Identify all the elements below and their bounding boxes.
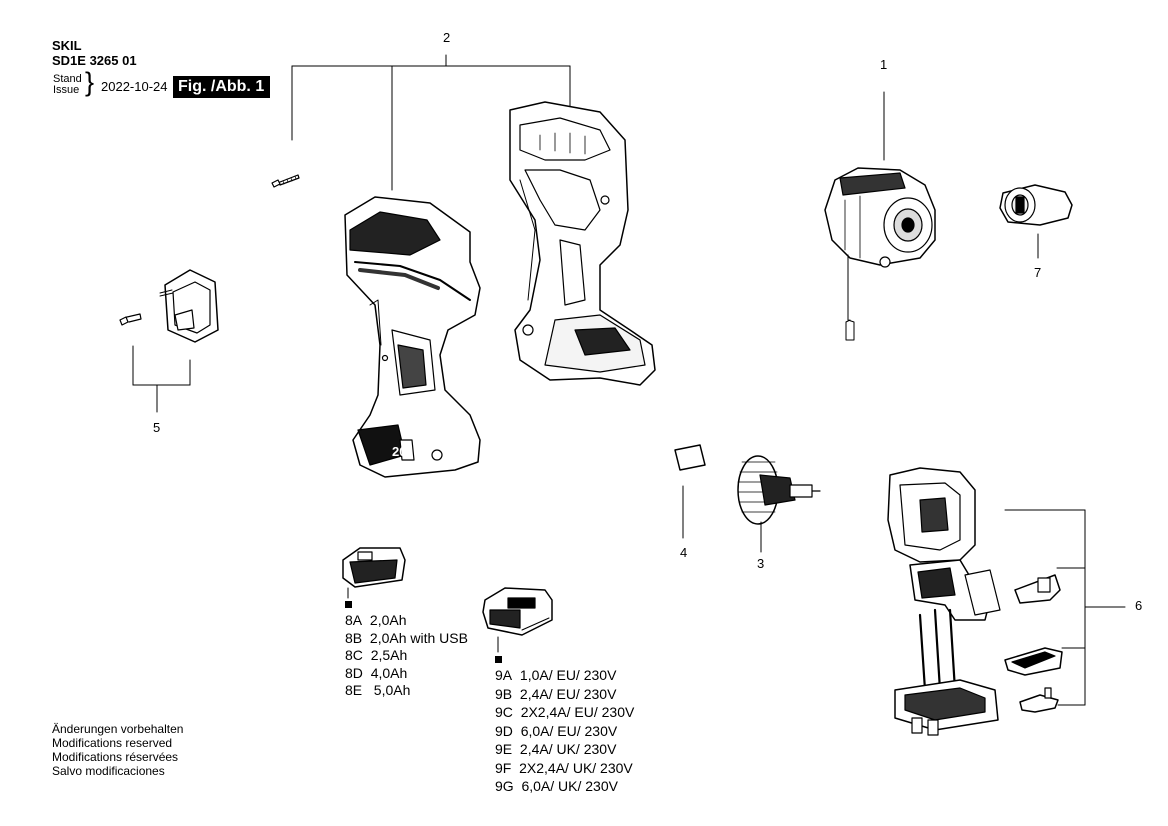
stand-label: Stand	[53, 73, 82, 85]
list-item: 8C 2,5Ah	[345, 647, 408, 664]
callout-5-leader	[132, 345, 191, 413]
callout-7: 7	[1034, 265, 1042, 280]
callout-5: 5	[153, 420, 161, 435]
callout-2: 2	[443, 30, 451, 45]
note-line: Änderungen vorbehalten	[52, 722, 184, 736]
note-line: Modifications reserved	[52, 736, 173, 750]
right-housing-shell	[509, 101, 656, 386]
motor-armature	[737, 455, 821, 525]
brand-block: SKIL SD1E 3265 01	[52, 38, 137, 68]
switch-cover	[1004, 647, 1063, 676]
housing-badge: 20	[392, 444, 406, 459]
brace-glyph: }	[85, 67, 95, 97]
callout-4: 4	[680, 545, 688, 560]
bit-holder	[999, 184, 1073, 226]
list-item: 9B 2,4A/ EU/ 230V	[495, 685, 617, 702]
list-item: 9C 2X2,4A/ EU/ 230V	[495, 704, 635, 720]
list-item: 9A 1,0A/ EU/ 230V	[495, 667, 617, 683]
list-item: 8D 4,0Ah	[345, 664, 408, 681]
switch-clip	[1019, 687, 1059, 713]
left-housing-shell	[344, 196, 481, 478]
issue-date: 2022-10-24	[101, 79, 168, 94]
belt-clip	[159, 269, 219, 343]
brand-name: SKIL	[52, 38, 82, 53]
charger-square-marker	[495, 656, 502, 663]
battery-square-marker	[345, 601, 352, 608]
gearbox-assembly	[824, 167, 936, 341]
switch-slider	[1014, 574, 1061, 604]
charger	[482, 587, 553, 636]
stand-issue-label: Stand Issue	[53, 74, 82, 96]
callout-2-leader	[291, 54, 571, 191]
figure-label: Fig. /Abb. 1	[173, 76, 271, 98]
list-item: 9F 2X2,4A/ UK/ 230V	[495, 759, 633, 776]
battery-option-list: 8A 2,0Ah 8B 2,0Ah with USB 8C 2,5Ah 8D 4…	[345, 612, 468, 700]
motor-pad	[674, 444, 706, 471]
modification-notes: Änderungen vorbehalten Modifications res…	[52, 722, 183, 778]
list-item: 8E 5,0Ah	[345, 682, 411, 699]
list-item: 9D 6,0A/ EU/ 230V	[495, 722, 618, 739]
note-line: Salvo modificaciones	[52, 764, 165, 778]
list-item: 8B 2,0Ah with USB	[345, 629, 468, 646]
charger-option-list: 9A 1,0A/ EU/ 230V 9B 2,4A/ EU/ 230V 9C 2…	[495, 666, 634, 796]
model-number: SD1E 3265 01	[52, 53, 137, 68]
callout-3: 3	[757, 556, 765, 571]
callout-6-leader	[1004, 509, 1126, 706]
callout-1: 1	[880, 57, 888, 72]
callout-6: 6	[1135, 598, 1143, 613]
list-item: 9E 2,4A/ UK/ 230V	[495, 741, 617, 757]
clip-screw	[119, 313, 142, 326]
housing-screw	[271, 174, 300, 188]
list-item: 8A 2,0Ah	[345, 612, 407, 628]
battery-pack	[342, 547, 406, 588]
note-line: Modifications réservées	[52, 750, 179, 764]
electronics-assembly	[887, 467, 1001, 736]
list-item: 9G 6,0A/ UK/ 230V	[495, 778, 618, 794]
issue-label: Issue	[53, 84, 80, 96]
